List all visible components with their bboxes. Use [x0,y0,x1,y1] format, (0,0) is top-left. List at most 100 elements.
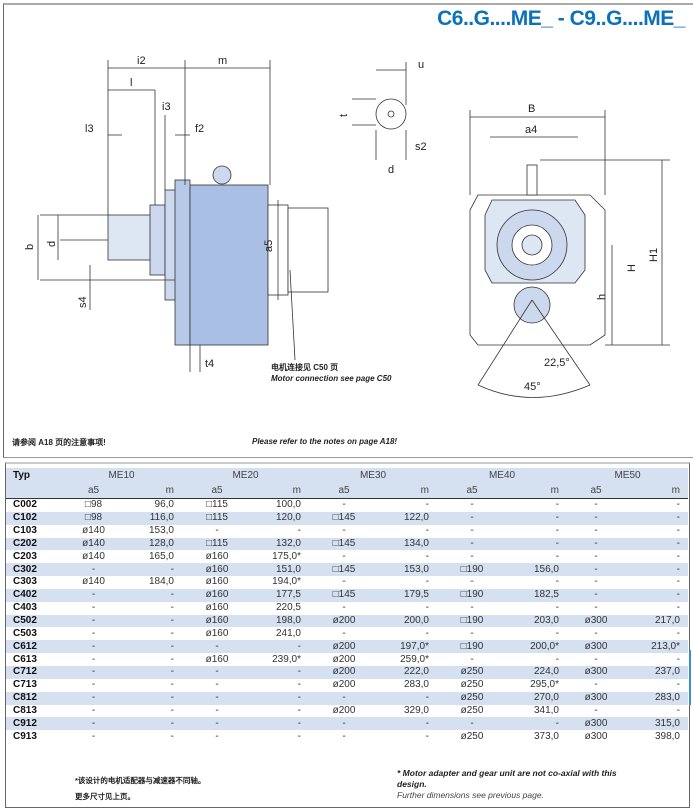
cell-a5: ø140 [82,525,105,537]
cell-a5: ø250 [437,665,507,679]
cell-a5: - [91,730,96,742]
cell-a5: - [215,525,219,537]
cell-m: 165,0 [148,550,174,562]
cell-m: - [126,588,182,602]
label-H1: H1 [648,248,660,262]
cell-a5: □115 [182,511,252,525]
cell-m: 122,0 [379,511,437,525]
cell-m: - [555,653,559,665]
cell-a5: ø200 [332,653,356,665]
cell-a5: ø160 [205,602,229,614]
cell-a5: ø300 [567,614,625,628]
cell-m: - [297,525,301,537]
cell-m: - [507,717,567,731]
front-view: B a4 H1 H h 22,5° 45° [469,103,670,398]
label-H: H [626,264,638,272]
header-group: ME10 [61,468,182,483]
cell-a5: - [61,588,126,602]
cell-a5: - [567,588,625,602]
cell-m: 222,0 [379,665,437,679]
cell-m: 177,5 [252,588,309,602]
cell-a5: ø250 [460,679,484,691]
cell-a5: - [594,576,598,588]
label-t4: t4 [205,358,214,370]
cell-m: - [170,627,174,639]
cell-m: 197,0* [379,640,437,654]
cell-m: - [425,550,429,562]
cell-a5: - [470,550,474,562]
cell-a5: ø200 [309,665,379,679]
cell-typ: C103 [13,525,37,537]
cell-m: 224,0 [507,665,567,679]
cell-typ: C202 [6,537,61,551]
cell-a5: - [567,563,625,577]
cell-m: - [126,640,182,654]
cell-m: - [676,499,680,511]
cell-m: - [625,511,688,525]
cell-m: 213,0* [625,640,688,654]
cell-m: - [507,537,567,551]
cell-a5: - [61,717,126,731]
cell-m: - [676,525,680,537]
cell-m: 120,0 [252,511,309,525]
cell-m: 194,0* [272,576,301,588]
cell-a5: - [437,511,507,525]
cell-typ: C712 [6,665,61,679]
cell-m: - [425,525,429,537]
cell-a5: - [470,525,474,537]
cell-a5: - [182,640,252,654]
label-i2: i2 [137,55,146,67]
cell-a5: - [437,537,507,551]
cell-a5: ø140 [82,550,105,562]
margin-marker [689,650,691,705]
label-f2: f2 [195,123,204,135]
motor-connection-note-en: Motor connection see page C50 [271,374,392,383]
cell-a5: ø160 [182,563,252,577]
header-a5: a5 [309,483,379,499]
label-h: h [596,294,608,300]
cell-a5: ø300 [567,717,625,731]
label-B: B [528,103,535,115]
cell-m: 198,0 [252,614,309,628]
label-u: u [418,59,424,71]
cell-a5: - [342,602,346,614]
motor-connection-note-cn: 电机连接见 C50 页 [271,363,339,372]
cell-a5: - [567,537,625,551]
header-group: ME40 [437,468,567,483]
label-i3: i3 [162,101,171,113]
cell-a5: - [91,602,96,614]
header-a5: a5 [437,483,507,499]
cell-m: 373,0 [533,730,559,742]
cell-a5: □145 [309,588,379,602]
cell-m: 237,0 [625,665,688,679]
cell-a5: ø300 [567,691,625,705]
cell-m: 132,0 [252,537,309,551]
cell-typ: C912 [6,717,61,731]
cell-a5: - [309,717,379,731]
cell-m: - [507,511,567,525]
cell-a5: - [309,691,379,705]
cell-a5: ø250 [437,691,507,705]
cell-typ: C303 [13,576,37,588]
cell-m: 283,0 [403,679,429,691]
cell-m: - [625,588,688,602]
technical-drawing: i2 m l i3 l3 f2 b d a5 s4 t4 u t s2 d [24,55,670,398]
cell-a5: ø160 [205,550,229,562]
cell-a5: □145 [309,537,379,551]
cell-a5: □98 [61,511,126,525]
cell-a5: □190 [437,563,507,577]
cell-a5: - [61,563,126,577]
cell-a5: □115 [182,537,252,551]
cell-a5: - [215,679,219,691]
cell-a5: - [182,691,252,705]
cell-m: - [555,602,559,614]
cell-m: 179,5 [379,588,437,602]
cell-a5: - [215,730,219,742]
